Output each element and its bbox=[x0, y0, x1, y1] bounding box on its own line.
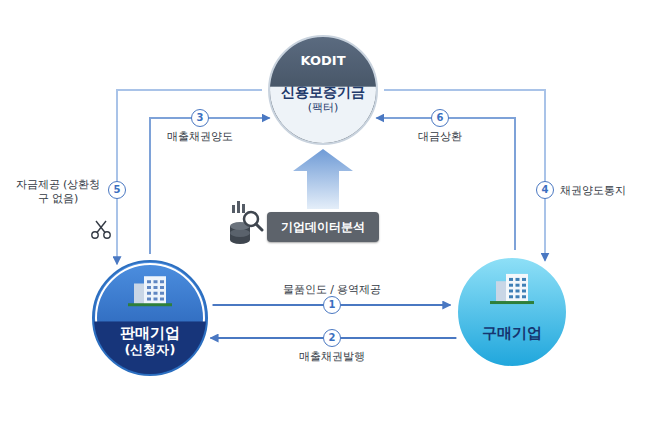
entity-circle: KODIT 신용보증기금(팩터) bbox=[268, 35, 378, 145]
building-icon bbox=[128, 276, 172, 306]
node-text: 판매기업 bbox=[120, 324, 180, 342]
edge-label: 매출채권발행 bbox=[297, 350, 367, 364]
edge-label: 매출채권양도 bbox=[165, 130, 235, 144]
flow-arrow bbox=[117, 90, 262, 264]
flow-arrow bbox=[150, 118, 270, 254]
node-shape bbox=[456, 256, 568, 368]
edge-label: 자금제공 (상환청구 없음) bbox=[12, 178, 104, 206]
edge-label: 채권양도통지 bbox=[558, 184, 628, 198]
entity-circle: 판매기업(신청자) bbox=[92, 260, 208, 376]
edge-label: 대금상환 bbox=[416, 130, 464, 144]
node-text: 기업데이터분석 bbox=[281, 219, 365, 235]
node-text: 신용보증기금 bbox=[281, 83, 365, 101]
building-icon bbox=[490, 274, 534, 304]
callout-number: 2 bbox=[323, 329, 341, 347]
name-band bbox=[268, 87, 378, 197]
callout-number: 6 bbox=[431, 109, 449, 127]
data-analysis-icon bbox=[230, 201, 262, 244]
node-text: KODIT bbox=[300, 53, 345, 69]
entity-circle: 구매기업 bbox=[456, 256, 568, 368]
process-box: 기업데이터분석 bbox=[267, 212, 379, 242]
callout-number: 5 bbox=[108, 181, 126, 199]
block-arrow bbox=[293, 149, 353, 209]
node-shape bbox=[92, 260, 208, 376]
flow-arrow bbox=[384, 90, 545, 261]
callout-number: 4 bbox=[536, 181, 554, 199]
name-band bbox=[92, 321, 208, 425]
node-text: (팩터) bbox=[308, 101, 339, 115]
callout-number: 3 bbox=[191, 109, 209, 127]
edge-label: 물품인도 / 용역제공 bbox=[281, 283, 384, 297]
flow-arrow bbox=[376, 118, 515, 250]
callout-number: 1 bbox=[323, 296, 341, 314]
circle-fill bbox=[457, 257, 567, 367]
scissors-icon bbox=[92, 221, 110, 238]
node-text: (신청자) bbox=[125, 342, 176, 358]
node-text: 구매기업 bbox=[482, 324, 542, 342]
